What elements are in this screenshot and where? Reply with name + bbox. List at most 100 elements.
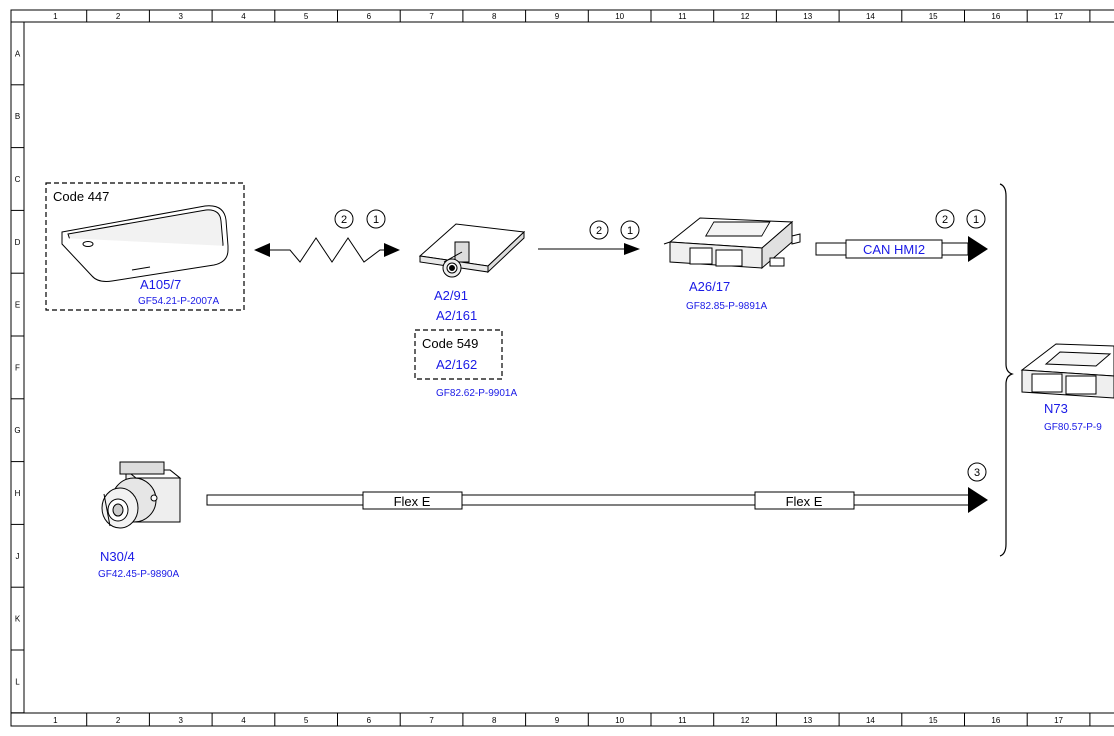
tablet-id: A105/7 <box>140 277 181 292</box>
control-module-icon <box>663 217 801 270</box>
ruler-column-label: 5 <box>304 716 309 725</box>
module-n73-id: N73 <box>1044 401 1068 416</box>
flex-badge-3 <box>967 462 987 482</box>
flex-arrow <box>968 487 988 513</box>
ruler-column-label: 4 <box>241 716 246 725</box>
ruler-column-label: 1 <box>53 716 58 725</box>
ruler-row-label: D <box>15 238 21 247</box>
svg-text:2: 2 <box>942 214 948 226</box>
tablet-code-label: Code 447 <box>53 189 109 204</box>
ruler-row-label: A <box>15 49 21 58</box>
camera-icon <box>101 461 182 529</box>
camera-ref: GF42.45-P-9890A <box>98 569 179 580</box>
can-hmi2-bus: CAN HMI2 2 1 <box>815 209 988 262</box>
ruler-row-label: H <box>15 489 21 498</box>
ruler-row-label: K <box>15 615 21 624</box>
ruler-column-label: 11 <box>678 12 687 21</box>
flex-label-box-2 <box>754 491 855 510</box>
ruler-column-label: 15 <box>929 716 938 725</box>
can-badge-1 <box>966 209 986 229</box>
code-447-box <box>45 182 245 311</box>
ruler-column-label: 15 <box>929 12 938 21</box>
ruler-row-label: G <box>14 426 20 435</box>
flex-label-box-1 <box>362 491 463 510</box>
ruler-column-label: 9 <box>555 716 560 725</box>
ruler-column-label: 17 <box>1054 12 1063 21</box>
ruler-column-label: 17 <box>1054 716 1063 725</box>
ruler-column-label: 11 <box>678 716 687 725</box>
tablet-component: Code 447 A105/7 GF54.21-P-2007A <box>45 182 245 311</box>
flex-e-bus: Flex E Flex E 3 <box>206 462 988 513</box>
tablet-ref: GF54.21-P-2007A <box>138 296 219 307</box>
ruler-column-label: 6 <box>367 12 372 21</box>
ruler-column-label: 13 <box>803 12 812 21</box>
svg-text:1: 1 <box>373 214 379 226</box>
can-arrow <box>968 236 988 262</box>
camera-id: N30/4 <box>100 549 135 564</box>
can-label: CAN HMI2 <box>863 242 925 257</box>
module-a26-ref: GF82.85-P-9891A <box>686 301 767 312</box>
ruler-column-label: 14 <box>866 716 875 725</box>
module-a26-id: A26/17 <box>689 279 730 294</box>
antenna-id-1: A2/91 <box>434 288 468 303</box>
svg-text:1: 1 <box>973 214 979 226</box>
flex-label-2: Flex E <box>786 494 823 509</box>
control-module-icon <box>1020 343 1114 399</box>
ruler-column-label: 6 <box>367 716 372 725</box>
module-n73-component: N73 GF80.57-P-9 <box>1020 343 1114 433</box>
can-badge-2 <box>935 209 955 229</box>
ruler-row-label: E <box>15 301 20 310</box>
code-549-box <box>414 329 503 380</box>
svg-text:2: 2 <box>341 214 347 226</box>
ruler-row-label: C <box>15 175 21 184</box>
tablet-icon <box>61 205 229 282</box>
antenna-code-label: Code 549 <box>422 336 478 351</box>
camera-component: N30/4 GF42.45-P-9890A <box>98 461 182 580</box>
ruler-column-label: 1 <box>53 12 58 21</box>
ruler-column-label: 8 <box>492 716 497 725</box>
svg-text:2: 2 <box>596 225 602 237</box>
wireless-badge-1 <box>366 209 386 229</box>
svg-text:1: 1 <box>627 225 633 237</box>
wireless-arrow-left <box>254 243 270 257</box>
antenna-module-connection: 2 1 <box>538 220 640 255</box>
svg-text:3: 3 <box>974 467 980 479</box>
antenna-id-2: A2/161 <box>436 308 477 323</box>
group-brace <box>999 183 1014 557</box>
module-n73-ref: GF80.57-P-9 <box>1044 422 1102 433</box>
antenna-component: A2/91 A2/161 Code 549 A2/162 GF82.62-P-9… <box>414 223 526 399</box>
ruler-column-label: 10 <box>615 12 624 21</box>
ruler-column-label: 5 <box>304 12 309 21</box>
ruler-column-label: 16 <box>991 12 1000 21</box>
ruler-row-label: F <box>15 363 20 372</box>
can-label-box <box>845 239 943 259</box>
ruler-row-label: L <box>15 677 20 686</box>
ruler-column-label: 4 <box>241 12 246 21</box>
ruler-row-label: J <box>16 552 20 561</box>
ruler-column-label: 3 <box>179 716 184 725</box>
antenna-icon <box>418 223 526 278</box>
left-ruler: A B C D E F G H J K L <box>11 49 24 714</box>
ruler-row-label: B <box>15 112 20 121</box>
line-badge-2 <box>589 220 609 240</box>
ruler-column-label: 12 <box>741 716 750 725</box>
ruler-column-label: 16 <box>991 716 1000 725</box>
ruler-column-label: 7 <box>429 716 434 725</box>
line-badge-1 <box>620 220 640 240</box>
ruler-column-label: 7 <box>429 12 434 21</box>
antenna-id-3: A2/162 <box>436 357 477 372</box>
ruler-column-label: 13 <box>803 716 812 725</box>
ruler-column-label: 12 <box>741 12 750 21</box>
ruler-column-label: 10 <box>615 716 624 725</box>
wireless-connection: 2 1 <box>254 209 400 263</box>
ruler-column-label: 2 <box>116 12 121 21</box>
ruler-column-label: 9 <box>555 12 560 21</box>
flex-label-1: Flex E <box>394 494 431 509</box>
ruler-column-label: 8 <box>492 12 497 21</box>
outer-frame <box>10 9 1114 727</box>
ruler-column-label: 3 <box>179 12 184 21</box>
line-arrow <box>624 243 640 255</box>
module-a26-component: A26/17 GF82.85-P-9891A <box>663 217 801 312</box>
